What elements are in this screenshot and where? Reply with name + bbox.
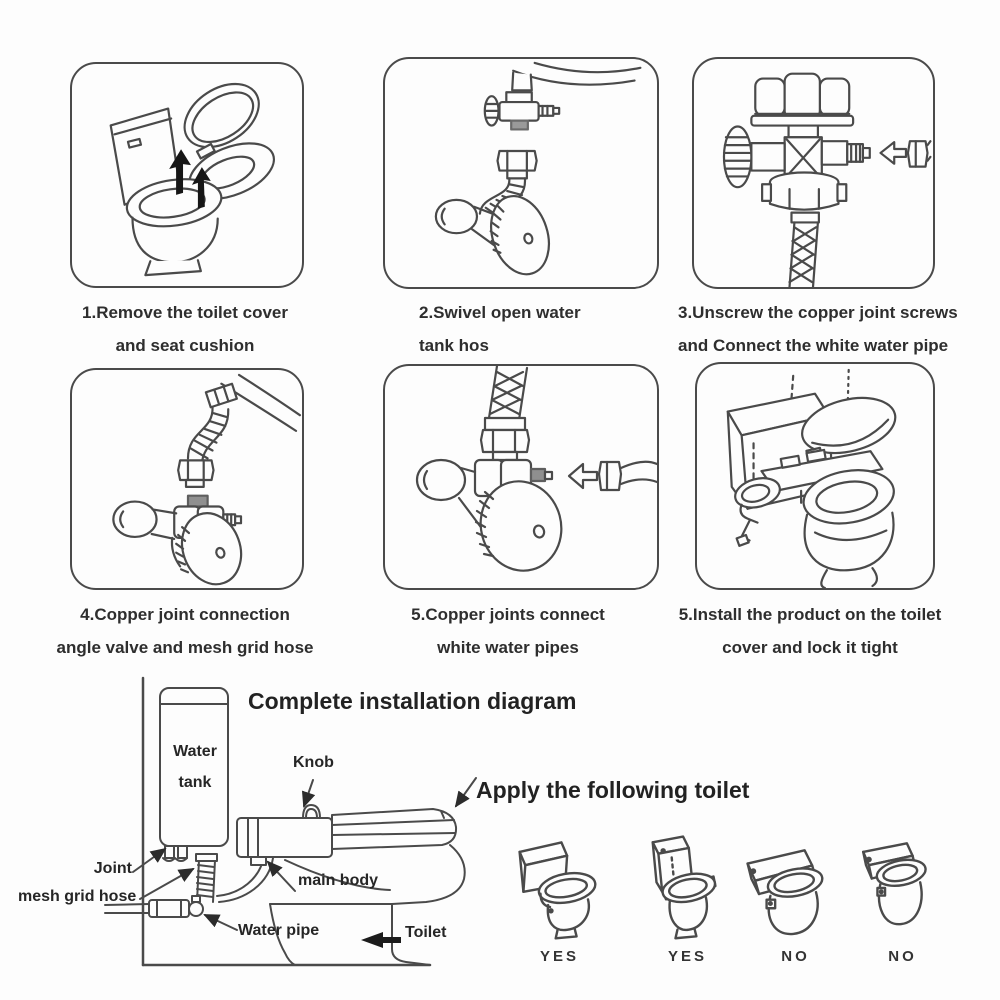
step-4-panel [70,368,304,590]
step-6-caption-line2: cover and lock it tight [722,638,898,657]
toilet-option-1-verdict: YES [539,948,579,965]
water-tank-label: Water tank [158,736,232,798]
two-piece-toilet-icon [512,832,607,944]
step-1-caption: 1.Remove the toilet cover and seat cushi… [40,296,330,362]
step-1-panel [70,62,304,288]
step-2-caption-line2: tank hos [419,336,489,355]
t-valve-copper-joint-screws-illustration [694,59,933,287]
step-6-caption-line1: 5.Install the product on the toilet [678,605,942,624]
toilet-label: Toilet [405,924,447,941]
step-3-caption-line1: 3.Unscrew the copper joint screws [678,303,958,322]
angle-valve-mesh-grid-hose-illustration [72,370,302,588]
step-4-caption: 4.Copper joint connection angle valve an… [40,598,330,664]
install-product-on-toilet-illustration [697,364,933,588]
copper-joint-white-pipe-illustration [385,366,657,588]
step-5-panel [383,364,659,590]
installation-diagram-title: Complete installation diagram [248,688,577,714]
knob-label: Knob [293,754,334,771]
step-6-caption: 5.Install the product on the toilet cove… [678,598,942,664]
step-2-caption: 2.Swivel open water tank hos [419,296,669,362]
water-pipe-label: Water pipe [238,922,320,939]
toilet-cover-and-seat-removal-illustration [72,64,302,286]
toilet-option-4 [848,832,943,944]
complete-installation-diagram [45,668,485,978]
toilet-option-2-verdict: YES [667,948,707,965]
step-5-caption-line2: white water pipes [437,638,579,657]
compatibility-title: Apply the following toilet [476,777,750,803]
step-4-caption-line1: 4.Copper joint connection [80,605,290,624]
toilet-option-3 [740,838,835,950]
joint-label: Joint [93,860,132,877]
step-6-panel [695,362,935,590]
toilet-option-3-verdict: NO [781,948,810,965]
one-piece-tall-tank-toilet-icon [628,830,723,942]
toilet-option-1 [512,832,607,944]
water-tank-hose-swivel-illustration [385,59,657,287]
step-3-caption: 3.Unscrew the copper joint screws and Co… [678,296,958,362]
step-1-caption-line1: 1.Remove the toilet cover [82,303,288,322]
step-5-caption: 5.Copper joints connect white water pipe… [383,598,633,664]
main-body-label: main body [298,872,379,889]
water-tank-label-line1: Water [173,743,217,760]
toilet-option-4-verdict: NO [888,948,917,965]
toilet-option-2 [628,830,723,942]
low-profile-toilet-icon [740,838,835,950]
compact-round-toilet-icon [848,832,943,944]
step-1-caption-line2: and seat cushion [115,336,255,355]
mesh-grid-hose-label: mesh grid hose [18,888,137,905]
step-4-caption-line2: angle valve and mesh grid hose [56,638,314,657]
water-tank-label-line2: tank [178,774,212,791]
step-3-caption-line2: and Connect the white water pipe [678,336,949,355]
step-2-caption-line1: 2.Swivel open water [419,303,581,322]
step-5-caption-line1: 5.Copper joints connect [411,605,605,624]
step-3-panel [692,57,935,289]
step-2-panel [383,57,659,289]
